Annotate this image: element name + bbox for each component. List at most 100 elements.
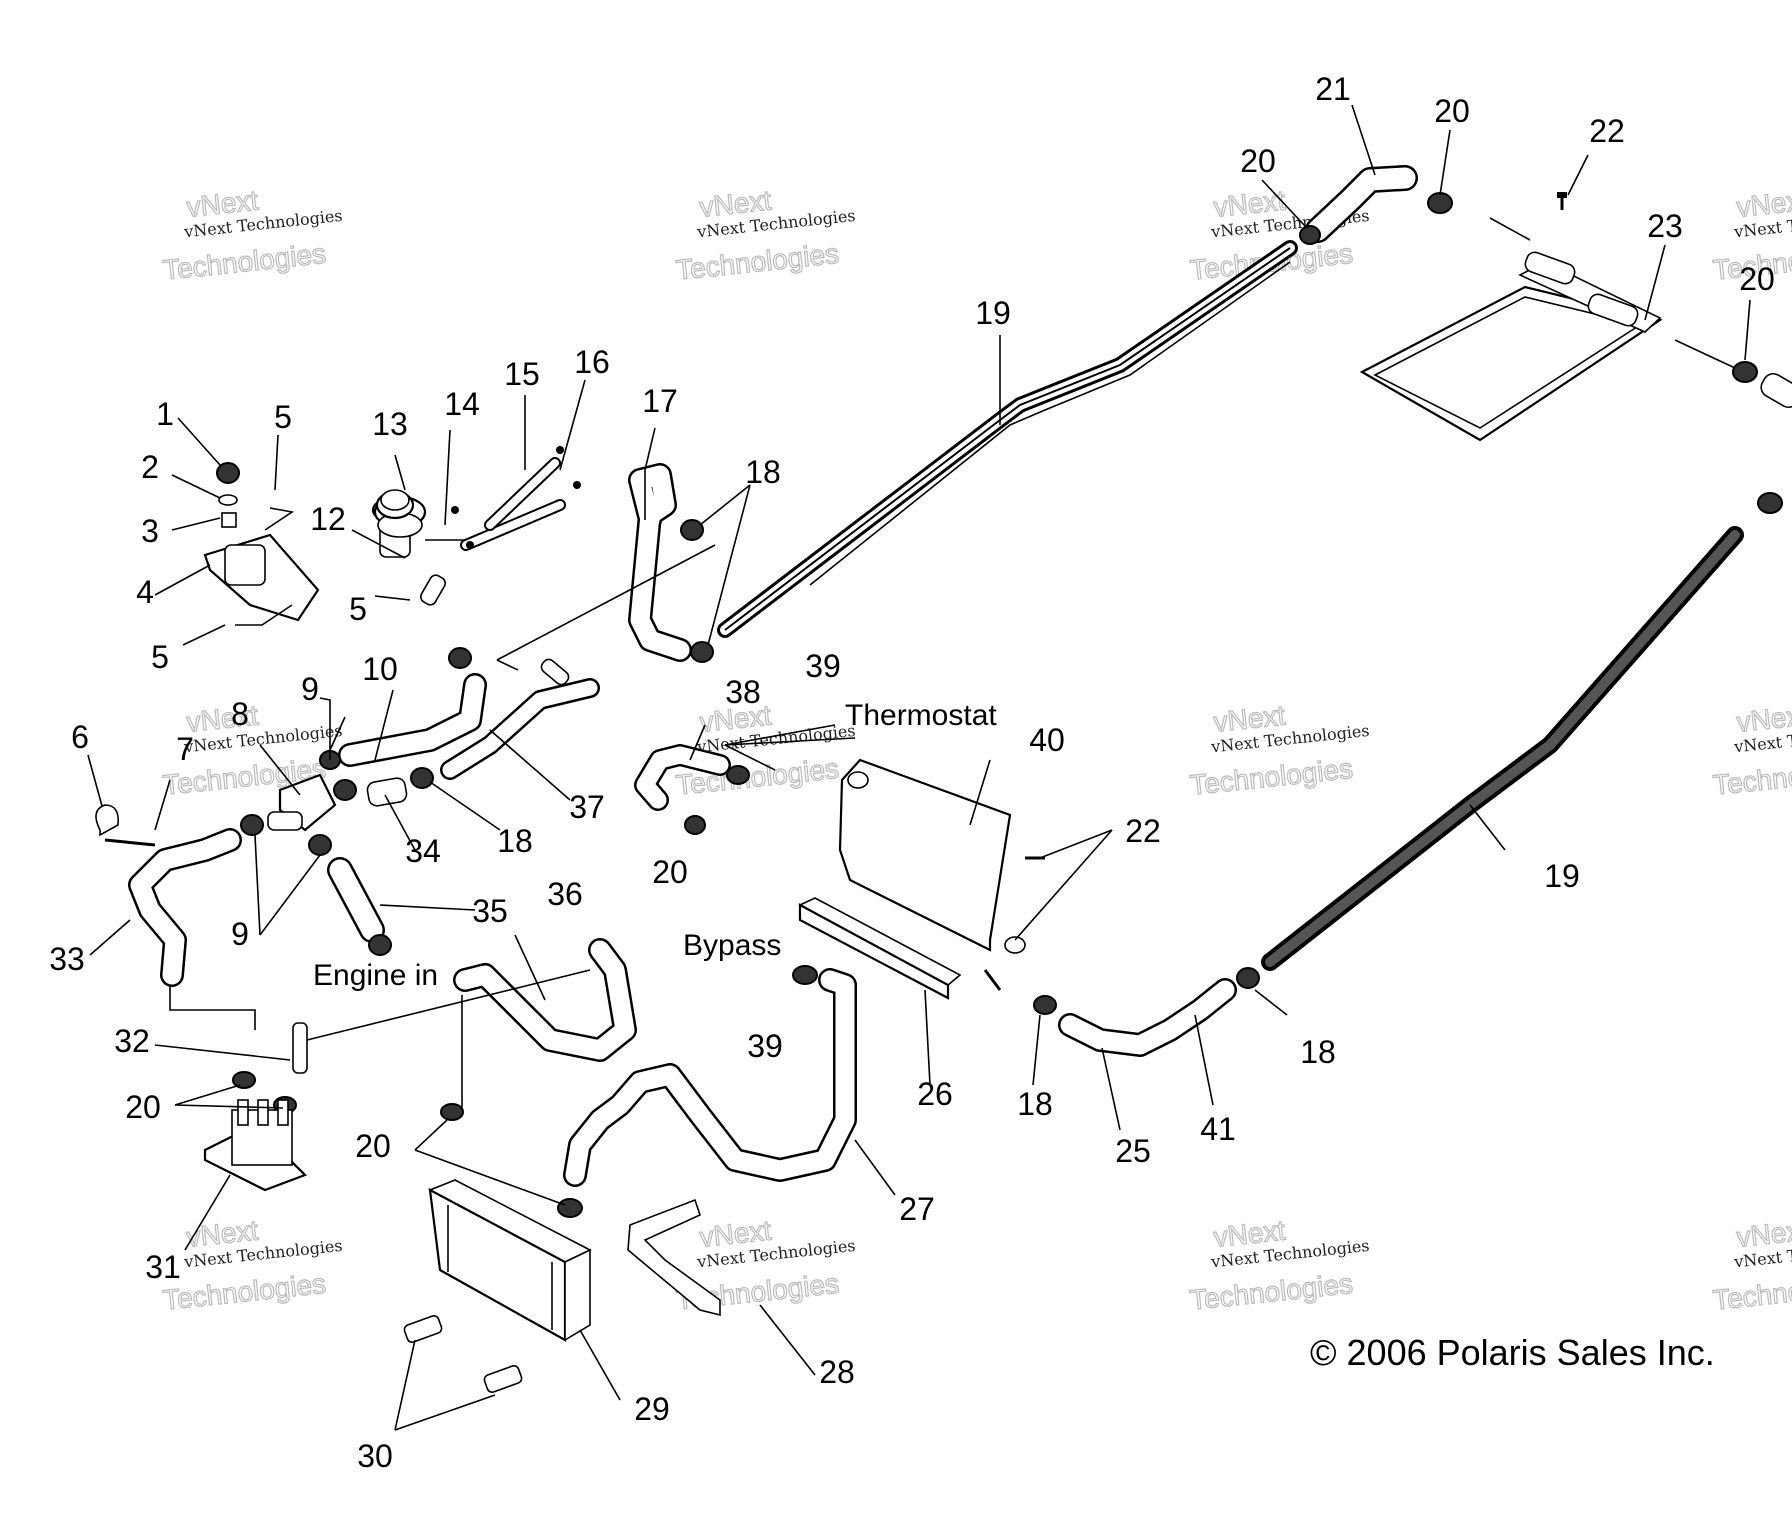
svg-text:vNext: vNext <box>1735 185 1792 223</box>
clip-6 <box>95 804 156 847</box>
svg-text:Technologies: Technologies <box>162 1268 328 1316</box>
mount-block-31 <box>203 1099 307 1192</box>
callout-5: 5 <box>151 639 169 675</box>
parts-group <box>87 104 1792 1431</box>
callout-9: 9 <box>301 671 319 707</box>
callout-10: 10 <box>362 651 398 687</box>
callout-19: 19 <box>1544 858 1580 894</box>
panel-40 <box>838 758 1026 954</box>
brackets-30 <box>403 1314 523 1394</box>
clamps-top <box>1299 192 1792 514</box>
callout-20: 20 <box>1739 261 1775 297</box>
coolant-tube-upper <box>717 240 1298 638</box>
watermark: vNext vNext Technologies Technologies <box>1711 699 1792 801</box>
coolant-tube-lower <box>1261 526 1744 971</box>
callout-13: 13 <box>372 406 408 442</box>
callout-5: 5 <box>349 591 367 627</box>
callout-35: 35 <box>472 893 508 929</box>
callout-17: 17 <box>642 383 678 419</box>
hose-33 <box>128 828 242 987</box>
svg-text:vNext: vNext <box>1735 700 1792 738</box>
hose-21 <box>1305 165 1418 243</box>
callout-30: 30 <box>357 1438 393 1474</box>
svg-text:vNext: vNext <box>1735 1215 1792 1253</box>
hose-37 <box>440 658 600 780</box>
heat-exchanger-top-right <box>1359 251 1663 442</box>
callout-5: 5 <box>274 399 292 435</box>
hose-17 <box>628 463 692 662</box>
hose-35 <box>327 857 392 956</box>
callout-20: 20 <box>1434 93 1470 129</box>
callout-39: 39 <box>747 1028 783 1064</box>
callout-1: 1 <box>156 396 174 432</box>
svg-text:Technologies: Technologies <box>1712 1268 1792 1316</box>
hose-38 <box>634 744 750 835</box>
callout-20: 20 <box>1240 143 1276 179</box>
callout-23: 23 <box>1647 208 1683 244</box>
callout-22: 22 <box>1589 113 1625 149</box>
callout-18: 18 <box>745 454 781 490</box>
pressure-cap <box>375 489 415 520</box>
svg-text:Technologies: Technologies <box>162 238 328 286</box>
callout-38: 38 <box>725 674 761 710</box>
callout-4: 4 <box>136 574 154 610</box>
callout-3: 3 <box>141 513 159 549</box>
callout-39: 39 <box>805 648 841 684</box>
clamps-17 <box>448 519 714 669</box>
label-bypass: Bypass <box>683 929 781 962</box>
callout-12: 12 <box>310 501 346 537</box>
callout-18: 18 <box>1017 1086 1053 1122</box>
callout-6: 6 <box>71 719 89 755</box>
hose-25-41 <box>1033 967 1260 1057</box>
callout-8: 8 <box>231 696 249 732</box>
callout-20: 20 <box>125 1089 161 1125</box>
label-thermostat: Thermostat <box>845 699 997 732</box>
label-engine-in: Engine in <box>313 959 438 992</box>
callout-20: 20 <box>355 1128 391 1164</box>
callout-7: 7 <box>176 731 194 767</box>
hose-27 <box>563 965 857 1187</box>
callout-31: 31 <box>145 1249 181 1285</box>
bracket-28 <box>627 1198 721 1317</box>
fastener-22-top <box>1557 192 1567 210</box>
oil-cooler-29 <box>428 1103 592 1342</box>
callout-14: 14 <box>444 386 480 422</box>
callout-numbers: 1 2 3 4 5 5 5 6 7 8 9 9 10 12 13 14 15 1… <box>49 71 1775 1474</box>
tubes-15-16 <box>451 446 581 551</box>
watermark: vNext vNext Technologies Technologies <box>161 184 343 286</box>
coolant-reservoir <box>203 462 320 622</box>
watermark: vNext vNext Technologies Technologies <box>674 184 856 286</box>
callout-20: 20 <box>652 854 688 890</box>
callout-33: 33 <box>49 941 85 977</box>
svg-text:Technologies: Technologies <box>1189 1268 1355 1316</box>
callout-41: 41 <box>1200 1111 1236 1147</box>
watermark: vNext vNext Technologies Technologies <box>1711 1214 1792 1316</box>
svg-text:Technologies: Technologies <box>1712 753 1792 801</box>
callout-9: 9 <box>231 916 249 952</box>
watermark: vNext vNext Technologies Technologies <box>674 699 856 801</box>
callout-15: 15 <box>504 356 540 392</box>
callout-29: 29 <box>634 1391 670 1427</box>
callout-37: 37 <box>569 789 605 825</box>
callout-16: 16 <box>574 344 610 380</box>
callout-28: 28 <box>819 1354 855 1390</box>
callout-22: 22 <box>1125 813 1161 849</box>
text-labels: Thermostat Bypass Engine in © 2006 Polar… <box>313 699 1715 1373</box>
callout-36: 36 <box>547 876 583 912</box>
tee-fitting <box>240 773 337 856</box>
callout-21: 21 <box>1315 71 1351 107</box>
callout-27: 27 <box>899 1191 935 1227</box>
channel-26 <box>798 897 962 1000</box>
callout-18: 18 <box>497 823 533 859</box>
callout-18: 18 <box>1300 1034 1336 1070</box>
callout-32: 32 <box>114 1023 150 1059</box>
leader-lines <box>87 104 1751 1431</box>
callout-25: 25 <box>1115 1133 1151 1169</box>
watermark: vNext vNext Technologies Technologies <box>161 1214 343 1316</box>
callout-19: 19 <box>975 295 1011 331</box>
callout-34: 34 <box>405 833 441 869</box>
svg-text:Technologies: Technologies <box>1189 753 1355 801</box>
callout-2: 2 <box>141 449 159 485</box>
hose-36 <box>453 938 637 1062</box>
